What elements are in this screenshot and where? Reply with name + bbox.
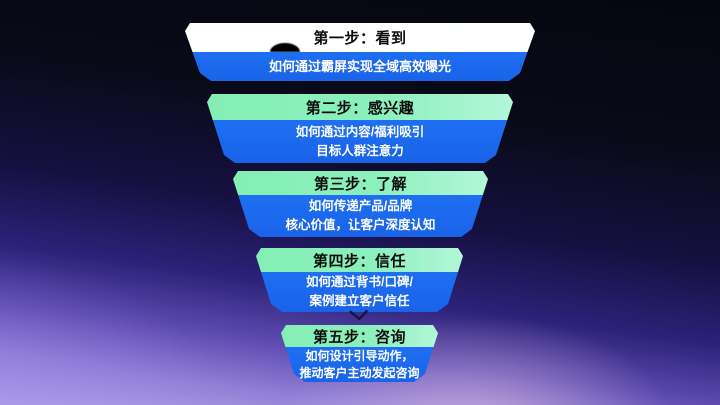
step-5-header: 第五步：咨询 xyxy=(281,325,438,347)
funnel-step-5: 第五步：咨询 如何设计引导动作， 推动客户主动发起咨询 xyxy=(281,325,438,382)
step-1-body-line: 如何通过霸屏实现全域高效曝光 xyxy=(268,59,451,74)
step-3-body: 如何传递产品/品牌 核心价值，让客户深度认知 xyxy=(233,195,488,237)
step-5-header-label: 第五步：咨询 xyxy=(312,328,406,346)
step-5-body-line: 如何设计引导动作， xyxy=(305,348,414,363)
step-4-body-line: 案例建立客户信任 xyxy=(309,294,410,308)
step-2-body: 如何通过内容/福利吸引 目标人群注意力 xyxy=(207,120,513,163)
step-2-header: 第二步：感兴趣 xyxy=(207,94,513,120)
funnel-step-3: 第三步：了解 如何传递产品/品牌 核心价值，让客户深度认知 xyxy=(233,171,488,237)
step-1-body: 如何通过霸屏实现全域高效曝光 xyxy=(185,52,535,81)
funnel-step-2: 第二步：感兴趣 如何通过内容/福利吸引 目标人群注意力 xyxy=(207,94,513,163)
step-2-body-line: 如何通过内容/福利吸引 xyxy=(295,124,425,139)
step-4-header-label: 第四步：信任 xyxy=(312,252,406,270)
step-5-body: 如何设计引导动作， 推动客户主动发起咨询 xyxy=(281,347,438,382)
step-2-header-label: 第二步：感兴趣 xyxy=(305,99,415,117)
step-3-header-label: 第三步：了解 xyxy=(313,175,407,193)
step-4-body: 如何通过背书/口碑/ 案例建立客户信任 xyxy=(256,272,463,312)
step-5-body-line: 推动客户主动发起咨询 xyxy=(299,365,420,380)
funnel-step-1: 第一步：看到 如何通过霸屏实现全域高效曝光 xyxy=(185,23,535,81)
step-1-header-label: 第一步：看到 xyxy=(313,30,407,47)
funnel-step-4: 第四步：信任 如何通过背书/口碑/ 案例建立客户信任 xyxy=(256,248,463,312)
step-3-body-line: 核心价值，让客户深度认知 xyxy=(285,218,436,232)
chevron-down-icon xyxy=(347,308,370,323)
step-3-body-line: 如何传递产品/品牌 xyxy=(308,199,413,213)
step-1-header: 第一步：看到 xyxy=(185,23,535,52)
step-4-body-line: 如何通过背书/口碑/ xyxy=(306,275,413,289)
silhouette-blob xyxy=(270,43,300,52)
step-2-body-line: 目标人群注意力 xyxy=(316,143,404,158)
step-3-header: 第三步：了解 xyxy=(233,171,488,195)
step-4-header: 第四步：信任 xyxy=(256,248,463,272)
